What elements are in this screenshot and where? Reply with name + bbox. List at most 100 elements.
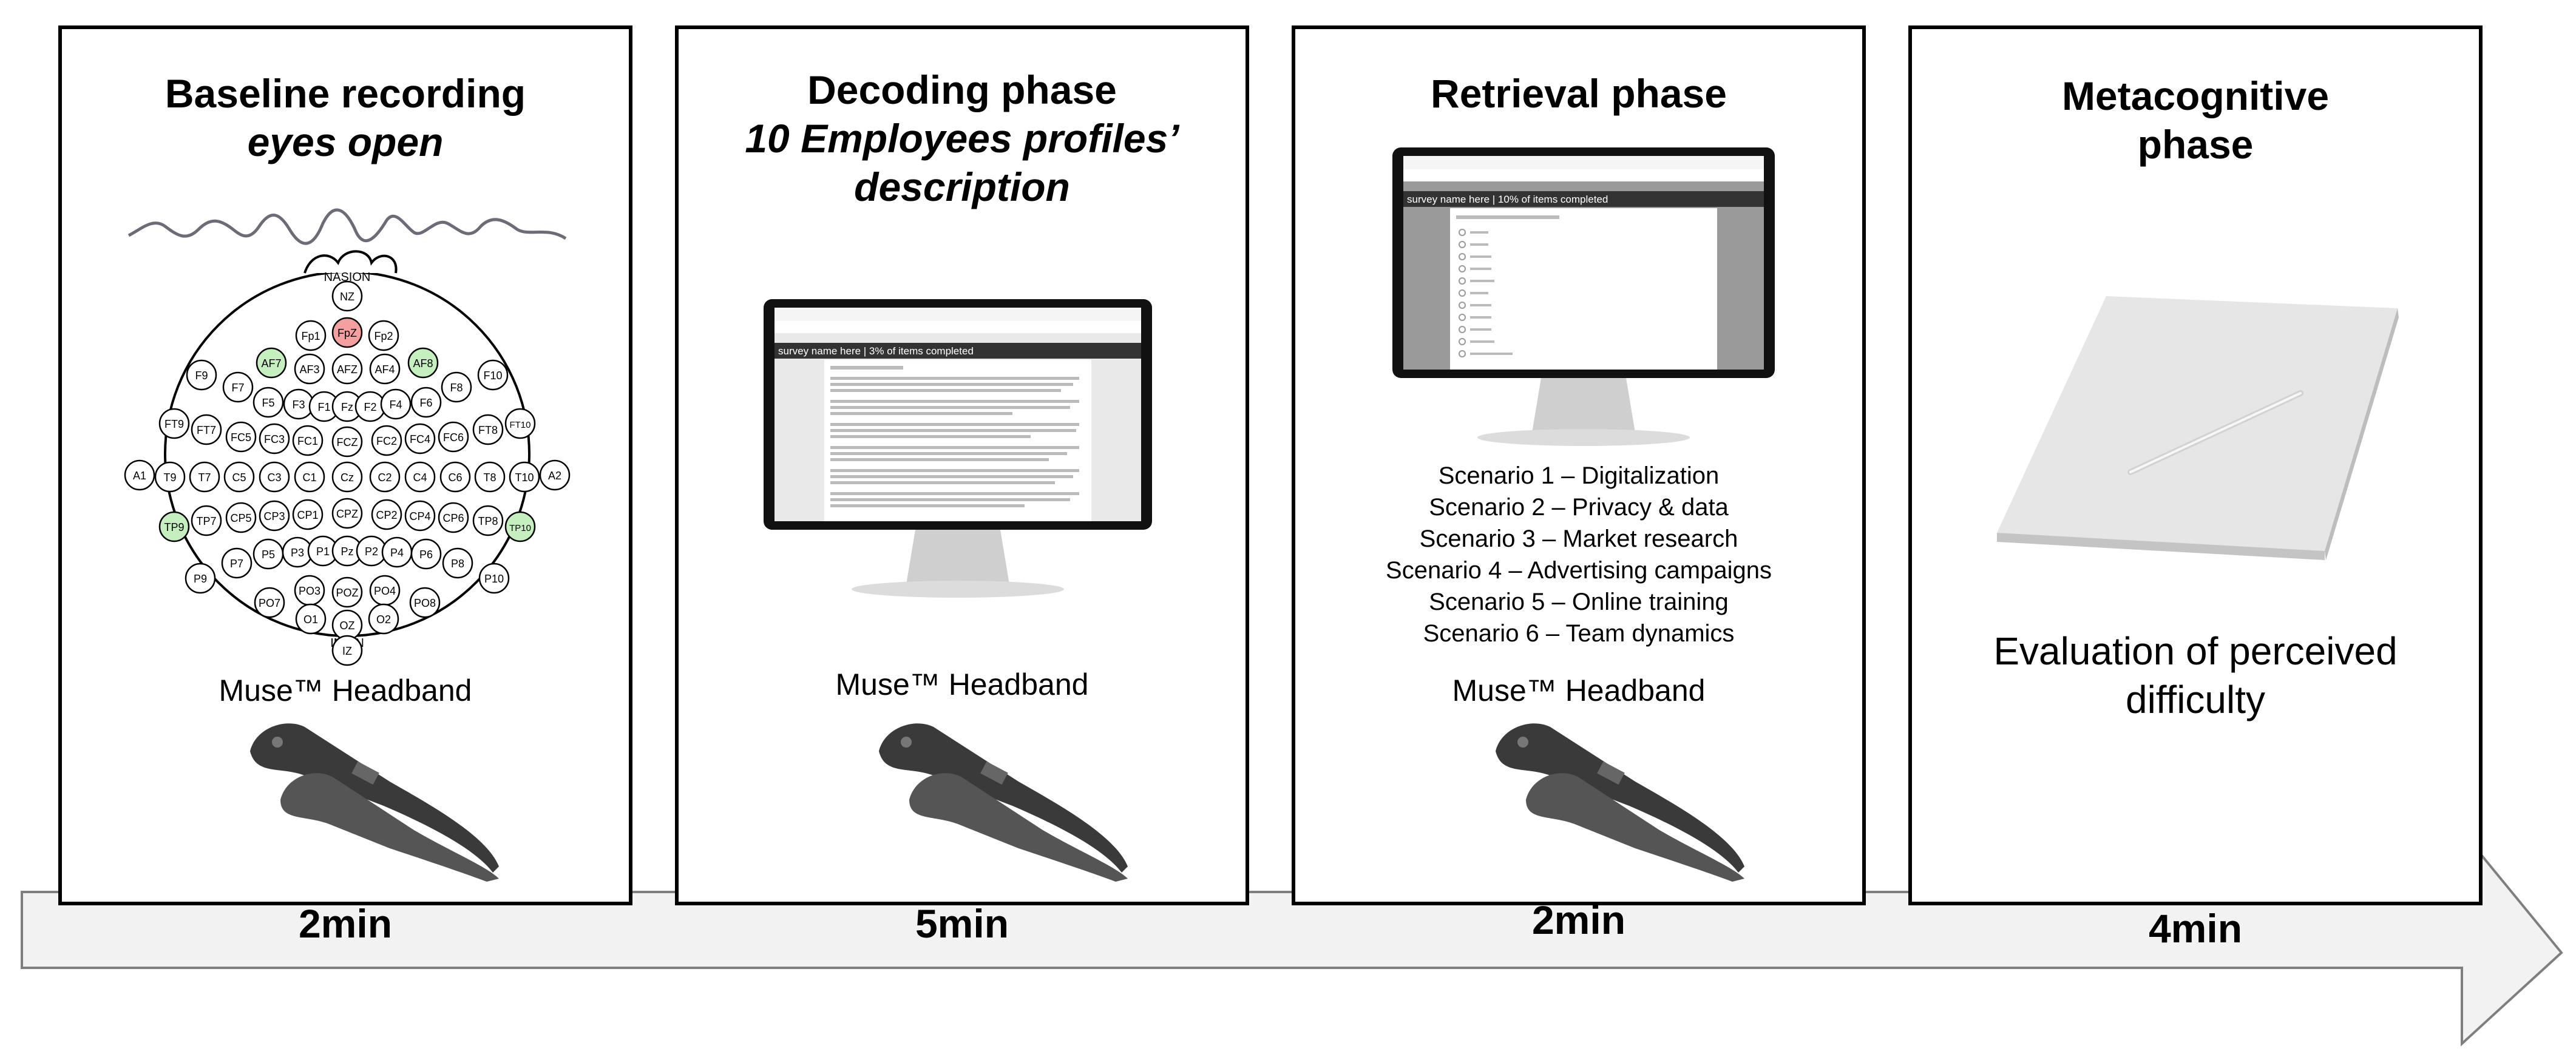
panel-decoding: Decoding phase 10 Employees profiles’ de… — [675, 25, 1249, 905]
duration-label: 2min — [1531, 897, 1626, 942]
electrode-label: PO8 — [414, 597, 436, 609]
electrode-label: F4 — [389, 399, 402, 411]
screen-header: survey name here | 3% of items completed — [778, 345, 974, 357]
panel-retrieval: Retrieval phase survey name here | 10% o… — [1292, 25, 1866, 905]
electrode-poz — [331, 576, 363, 608]
device-label: Muse™ Headband — [219, 674, 472, 708]
electrode-label: AF4 — [375, 363, 395, 376]
electrode-label: P9 — [194, 573, 207, 585]
electrode-cp1 — [292, 499, 324, 530]
electrode-tp9 — [158, 511, 190, 542]
screen-header: survey name here | 10% of items complete… — [1407, 194, 1608, 205]
electrode-label: A2 — [548, 470, 561, 482]
scenario-item: Scenario 1 – Digitalization — [1438, 462, 1720, 489]
electrode-c4 — [404, 461, 436, 493]
electrode-label: Pz — [341, 546, 353, 558]
electrode-label: P3 — [291, 547, 304, 559]
electrode-label: F6 — [419, 397, 432, 409]
electrode-label: P6 — [419, 549, 433, 561]
title-italic-line: description — [854, 164, 1070, 209]
electrode-label: POZ — [336, 587, 358, 599]
electrode-label: C6 — [448, 471, 462, 484]
nasion-label: NASION — [324, 271, 371, 284]
electrode-tp8 — [472, 505, 504, 536]
electrode-label: Cz — [341, 471, 354, 484]
scenario-item: Scenario 5 – Online training — [1429, 589, 1729, 615]
scenario-item: Scenario 2 – Privacy & data — [1429, 494, 1729, 521]
electrode-f6 — [410, 387, 442, 418]
electrode-ft9 — [158, 408, 190, 439]
electrode-label: FCZ — [337, 436, 358, 448]
electrode-f10 — [477, 359, 509, 391]
electrode-label: F1 — [317, 401, 330, 413]
electrode-label: NZ — [340, 291, 354, 303]
electrode-label: P10 — [484, 573, 504, 585]
title-line: Metacognitive — [2061, 73, 2330, 118]
electrode-label: PO7 — [259, 597, 280, 609]
electrode-f7 — [222, 371, 254, 403]
nose-outline — [303, 250, 398, 274]
electrode-nz — [331, 280, 363, 312]
electrode-tp7 — [191, 505, 222, 536]
electrode-label: AF3 — [299, 363, 319, 376]
electrode-c6 — [439, 461, 471, 493]
electrode-label: PO3 — [299, 585, 320, 597]
electrode-label: Fp2 — [374, 330, 393, 342]
electrode-label: OZ — [340, 620, 355, 632]
electrode-p10 — [478, 562, 510, 594]
electrode-iz — [331, 635, 363, 666]
electrode-cp4 — [404, 500, 436, 532]
electrode-label: O1 — [303, 613, 318, 626]
electrode-cp6 — [438, 502, 469, 533]
title-line: phase — [2137, 122, 2254, 167]
electrode-af8 — [407, 347, 439, 379]
scenario-list: Scenario 1 – Digitalization Scenario 2 –… — [1295, 460, 1862, 649]
monitor-icon: survey name here | 3% of items completed — [764, 299, 1152, 598]
electrode-af7 — [256, 347, 287, 379]
panel-title: Decoding phase 10 Employees profiles’ de… — [679, 66, 1246, 211]
electrode-label: T8 — [483, 471, 496, 484]
electrode-label: IZ — [342, 645, 352, 657]
electrode-fc3 — [259, 423, 290, 454]
electrode-af3 — [294, 353, 325, 385]
title-italic-line: 10 Employees profiles’ — [745, 116, 1179, 161]
electrode-label: C3 — [267, 471, 281, 484]
electrode-fp1 — [295, 320, 327, 351]
electrode-label: P2 — [365, 546, 378, 558]
electrode-o1 — [295, 603, 327, 635]
electrode-cpz — [331, 498, 363, 529]
scenario-item: Scenario 6 – Team dynamics — [1423, 620, 1735, 647]
evaluation-line: difficulty — [2125, 678, 2266, 721]
evaluation-text: Evaluation of perceived difficulty — [1912, 627, 2479, 724]
electrode-ft7 — [191, 414, 222, 445]
electrode-label: AF7 — [261, 357, 281, 370]
title-line: Decoding phase — [807, 67, 1117, 112]
electrode-label: CP2 — [376, 509, 397, 521]
electrode-f9 — [186, 359, 217, 391]
electrode-label: CP4 — [409, 510, 430, 522]
electrode-label: CP3 — [263, 510, 285, 522]
electrode-label: AFZ — [337, 363, 358, 376]
electrode-label: FT8 — [478, 424, 498, 436]
electrode-label: F5 — [262, 397, 274, 409]
electrode-f5 — [253, 387, 284, 418]
electrode-f8 — [441, 371, 472, 403]
electrode-label: CPZ — [336, 508, 358, 520]
electrode-label: C4 — [413, 471, 427, 484]
electrode-label: CP6 — [442, 512, 464, 524]
electrode-label: FC5 — [231, 431, 251, 444]
electrode-ft8 — [472, 414, 504, 445]
electrode-ft10 — [504, 408, 536, 439]
electrode-label: CP5 — [230, 512, 251, 524]
scenario-item: Scenario 4 – Advertising campaigns — [1386, 557, 1772, 584]
electrode-label: O2 — [376, 613, 391, 626]
electrode-fp2 — [368, 320, 399, 351]
electrode-label: F10 — [483, 370, 502, 382]
title-line: Baseline recording — [164, 71, 526, 116]
evaluation-line: Evaluation of perceived — [1993, 629, 2398, 673]
electrode-fc1 — [292, 425, 324, 456]
electrode-label: P5 — [262, 549, 275, 561]
electrode-f4 — [380, 388, 412, 420]
electrode-fpz — [331, 317, 363, 348]
eeg-electrode-map: NASIONINIONNZFp1FpZFp2AF7AF3AFZAF4AF8F9F… — [124, 250, 571, 666]
